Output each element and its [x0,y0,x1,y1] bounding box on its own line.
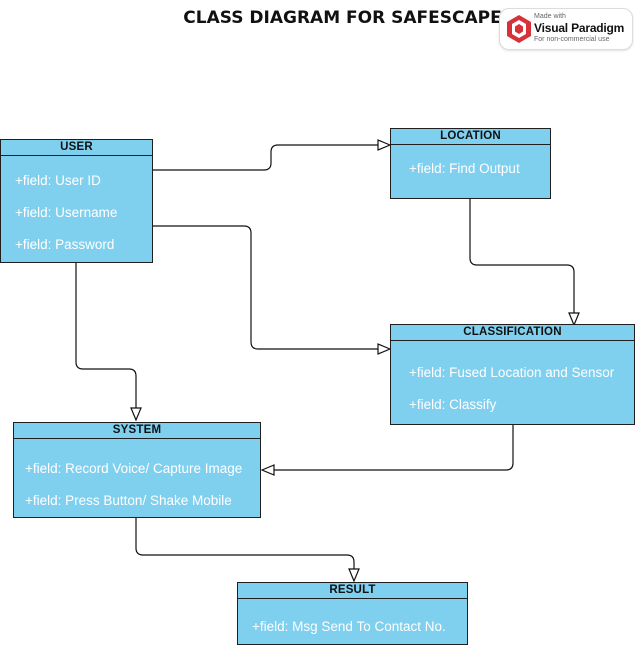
class-location-name: LOCATION [391,129,550,145]
class-system-field: +field: Press Button/ Shake Mobile [25,493,232,508]
connector-user-classification [153,225,378,350]
connector-classification-system [274,425,514,471]
class-user-name: USER [1,140,152,156]
class-user-field: +field: User ID [15,173,101,188]
class-user-field: +field: Password [15,237,115,252]
class-classification[interactable]: CLASSIFICATION +field: Fused Location an… [390,324,635,425]
arrowhead-location [377,139,392,151]
arrowhead-classification-top [568,312,580,327]
arrowhead-system-right [260,464,275,476]
class-system[interactable]: SYSTEM +field: Record Voice/ Capture Ima… [13,422,261,518]
class-user[interactable]: USER +field: User ID +field: Username +f… [0,139,153,263]
class-user-field: +field: Username [15,205,118,220]
visual-paradigm-logo-icon [507,15,531,43]
connector-user-location [153,144,378,171]
connector-user-system [75,263,137,408]
watermark-brand: Visual Paradigm [534,21,625,35]
class-system-name: SYSTEM [14,423,260,439]
class-result[interactable]: RESULT +field: Msg Send To Contact No. [237,582,468,645]
class-location-field: +field: Find Output [409,161,520,176]
arrowhead-system-top [130,407,142,422]
arrowhead-classification-left [377,343,392,355]
visual-paradigm-watermark: Made with Visual Paradigm For non-commer… [499,8,633,50]
class-classification-name: CLASSIFICATION [391,325,634,341]
class-system-field: +field: Record Voice/ Capture Image [25,461,243,476]
arrowhead-result [348,568,360,583]
connector-system-result [135,518,355,569]
watermark-note: For non-commercial use [534,36,610,43]
class-result-name: RESULT [238,583,467,599]
class-classification-field: +field: Fused Location and Sensor [409,365,615,380]
connector-location-classification [469,199,575,313]
class-classification-field: +field: Classify [409,397,497,412]
diagram-title: CLASS DIAGRAM FOR SAFESCAPE [183,8,502,28]
class-location[interactable]: LOCATION +field: Find Output [390,128,551,199]
class-result-field: +field: Msg Send To Contact No. [252,619,446,634]
watermark-made-with: Made with [534,13,566,20]
